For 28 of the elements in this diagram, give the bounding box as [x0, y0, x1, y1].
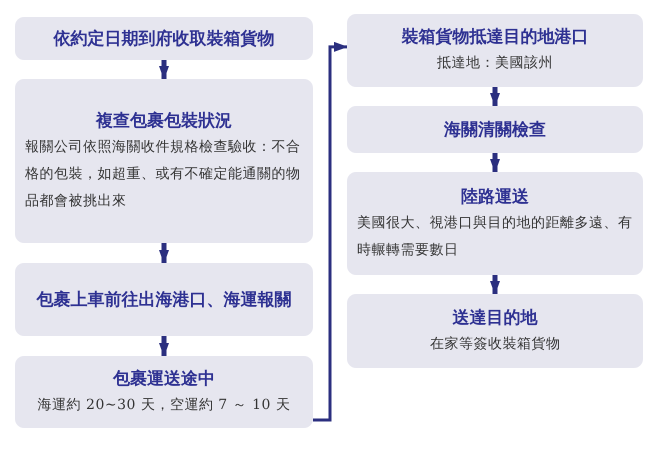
process-box: [15, 79, 313, 243]
arrow: [313, 42, 348, 422]
process-box: [347, 172, 643, 275]
arrow: [490, 275, 500, 295]
step-heading: 海關清關檢查: [444, 118, 546, 142]
process-box: [15, 356, 313, 428]
arrow: [159, 60, 169, 80]
arrow: [490, 87, 500, 107]
process-box: [15, 263, 313, 336]
arrow: [159, 336, 169, 357]
step-description: 海運約 20~30 天，空運約 7 ～ 10 天: [38, 396, 290, 414]
arrow: [159, 243, 169, 264]
step-description: 在家等簽收裝箱貨物: [430, 334, 560, 354]
step-description: 報關公司依照海關收件規格檢查驗收：不合格的包裝，如超重、或有不確定能通關的物品都會被挑出來: [25, 138, 302, 210]
arrow: [490, 153, 500, 173]
step-heading: 陸路運送: [461, 186, 529, 208]
step-heading: 依約定日期到府收取裝箱貨物: [54, 28, 274, 50]
process-box: [347, 14, 643, 87]
process-box: [347, 106, 643, 153]
step-heading: 包裹運送途中: [113, 368, 215, 390]
process-box: [15, 17, 313, 60]
step-description: 抵達地：美國該州: [437, 54, 553, 73]
process-box: [347, 294, 643, 368]
step-description: 美國很大、視港口與目的地的距離多遠、有時輾轉需要數日: [357, 214, 633, 260]
step-heading: 包裹上車前往出海港口、海運報關: [36, 288, 292, 312]
step-heading: 裝箱貨物抵達目的地港口: [402, 26, 588, 49]
step-heading: 複查包裹包裝狀況: [96, 110, 232, 132]
step-heading: 送達目的地: [452, 306, 538, 330]
